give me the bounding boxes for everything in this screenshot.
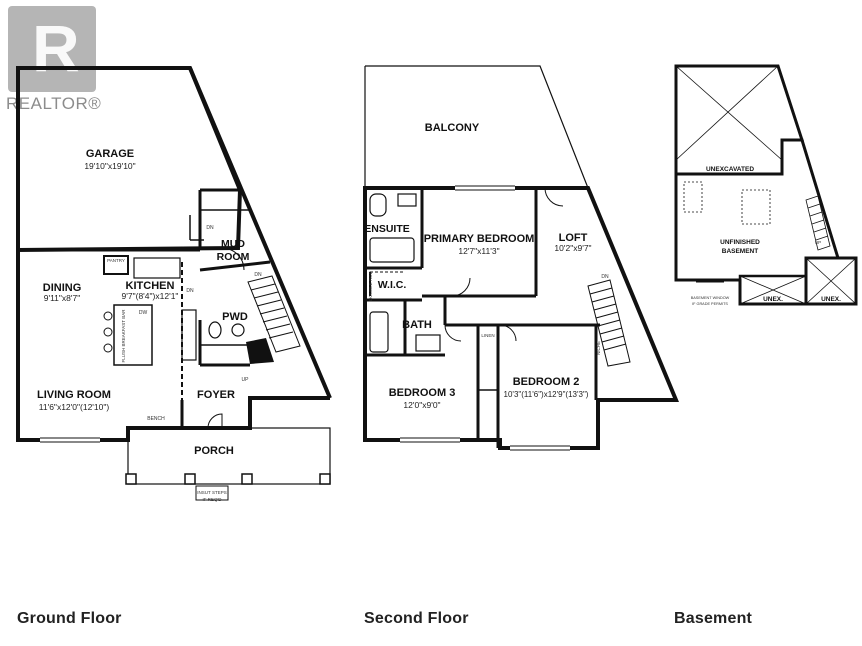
steps-note-2: IF REQ'D (202, 497, 222, 502)
primary-bedroom-dim: 12'7"x11'3" (458, 246, 499, 256)
loft-label: LOFT (559, 232, 588, 244)
unfinished-label-2: BASEMENT (722, 248, 759, 255)
window-note-2: IF GRADE PERMITS (692, 302, 728, 306)
dn-note-1: DN (206, 225, 214, 231)
wic-label: W.I.C. (378, 279, 407, 291)
loft-dim: 10'2"x9'7" (554, 243, 591, 253)
unfinished-label-1: UNFINISHED (720, 239, 760, 246)
realtor-r-icon: R (8, 6, 96, 92)
mud-room-label-1: MUD (221, 238, 245, 250)
double-rod-note: DOUBLE ROD (368, 270, 373, 301)
dining-dim: 9'11"x8'7" (44, 293, 81, 303)
realtor-logo: R REALTOR® (6, 6, 102, 114)
loft-dn-note: DN (601, 274, 609, 280)
basement-up-note: UP (815, 240, 821, 245)
living-room-dim: 11'6"x12'0"(12'10") (39, 402, 110, 412)
balcony-label: BALCONY (425, 122, 480, 134)
breakfast-bar-note: FLUSH BREAKFAST BAR (121, 309, 126, 363)
bedroom2-dim: 10'3"(11'6")x12'9"(13'3") (504, 390, 589, 399)
ground-floor-caption: Ground Floor (17, 610, 122, 627)
dn-note-2: DN (254, 272, 262, 278)
bath-label: BATH (402, 319, 432, 331)
up-note: UP (242, 377, 250, 383)
ground-floor-plan (16, 66, 332, 501)
unexcavated-label: UNEXCAVATED (706, 166, 754, 173)
garage-label: GARAGE (86, 148, 134, 160)
basement-caption: Basement (674, 610, 753, 627)
second-floor-caption: Second Floor (364, 610, 469, 627)
window-note-1: BASEMENT WINDOW (691, 296, 730, 300)
bedroom3-dim: 12'0"x9'0" (403, 400, 440, 410)
ensuite-label: ENSUITE (364, 223, 410, 235)
mud-room-label-2: ROOM (217, 251, 250, 263)
dn-note-3: DN (186, 288, 194, 294)
primary-bedroom-label: PRIMARY BEDROOM (424, 233, 535, 245)
dishwasher-note: DW (139, 310, 148, 316)
kitchen-label: KITCHEN (126, 280, 175, 292)
dining-label: DINING (43, 282, 82, 294)
porch-label: PORCH (194, 445, 234, 457)
living-room-label: LIVING ROOM (37, 389, 111, 401)
bench-note: BENCH (147, 416, 165, 422)
pwd-label: PWD (222, 311, 248, 323)
bedroom3-label: BEDROOM 3 (389, 387, 456, 399)
basement-labels: UNEXCAVATED UNFINISHED BASEMENT UNEX. UN… (691, 166, 841, 306)
pantry-note: PANTRY (107, 258, 125, 263)
unex-label-1: UNEX. (763, 296, 783, 303)
ground-floor-labels: GARAGE 19'10"x19'10" MUD ROOM DINING 9'1… (37, 148, 262, 502)
second-floor-labels: BALCONY ENSUITE PRIMARY BEDROOM 12'7"x11… (364, 122, 609, 410)
kitchen-dim: 9'7"(8'4")x12'1" (122, 291, 179, 301)
foyer-label: FOYER (197, 389, 235, 401)
second-floor-plan (363, 65, 679, 451)
unex-label-2: UNEX. (821, 296, 841, 303)
bedroom2-label: BEDROOM 2 (513, 376, 580, 388)
steps-note-1: INSUT STEPS (197, 490, 226, 495)
basement-plan (674, 64, 858, 306)
garage-dim: 19'10"x19'10" (84, 161, 135, 171)
linen-note: LINEN (481, 333, 494, 338)
niche-note: NICHE (596, 341, 601, 355)
realtor-wordmark: REALTOR® (6, 94, 102, 113)
